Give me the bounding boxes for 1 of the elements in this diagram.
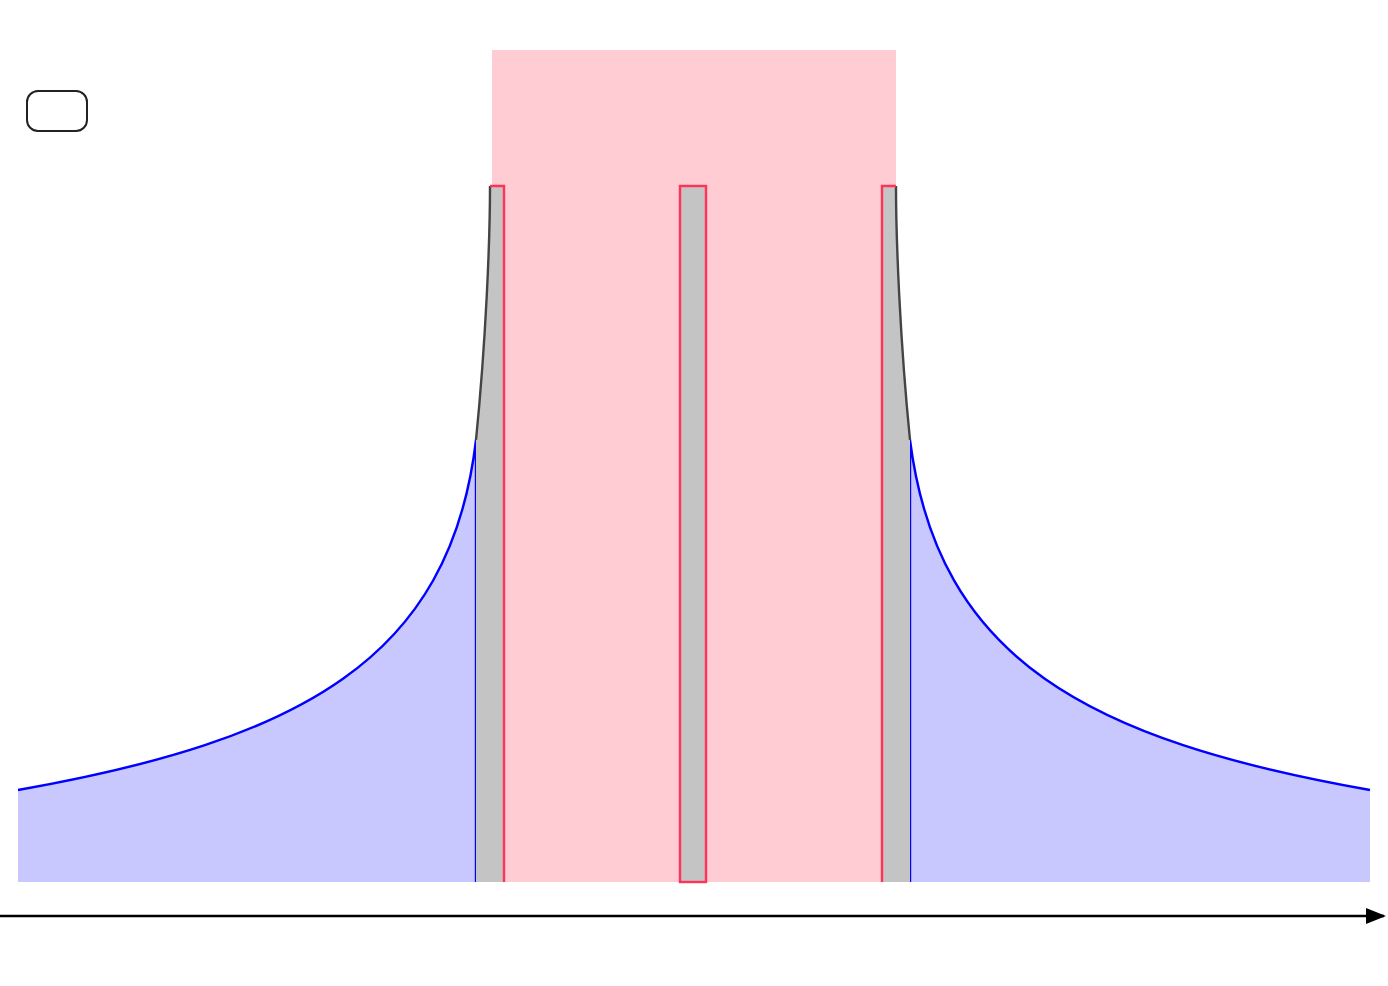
empty-rounded-box xyxy=(26,90,88,132)
